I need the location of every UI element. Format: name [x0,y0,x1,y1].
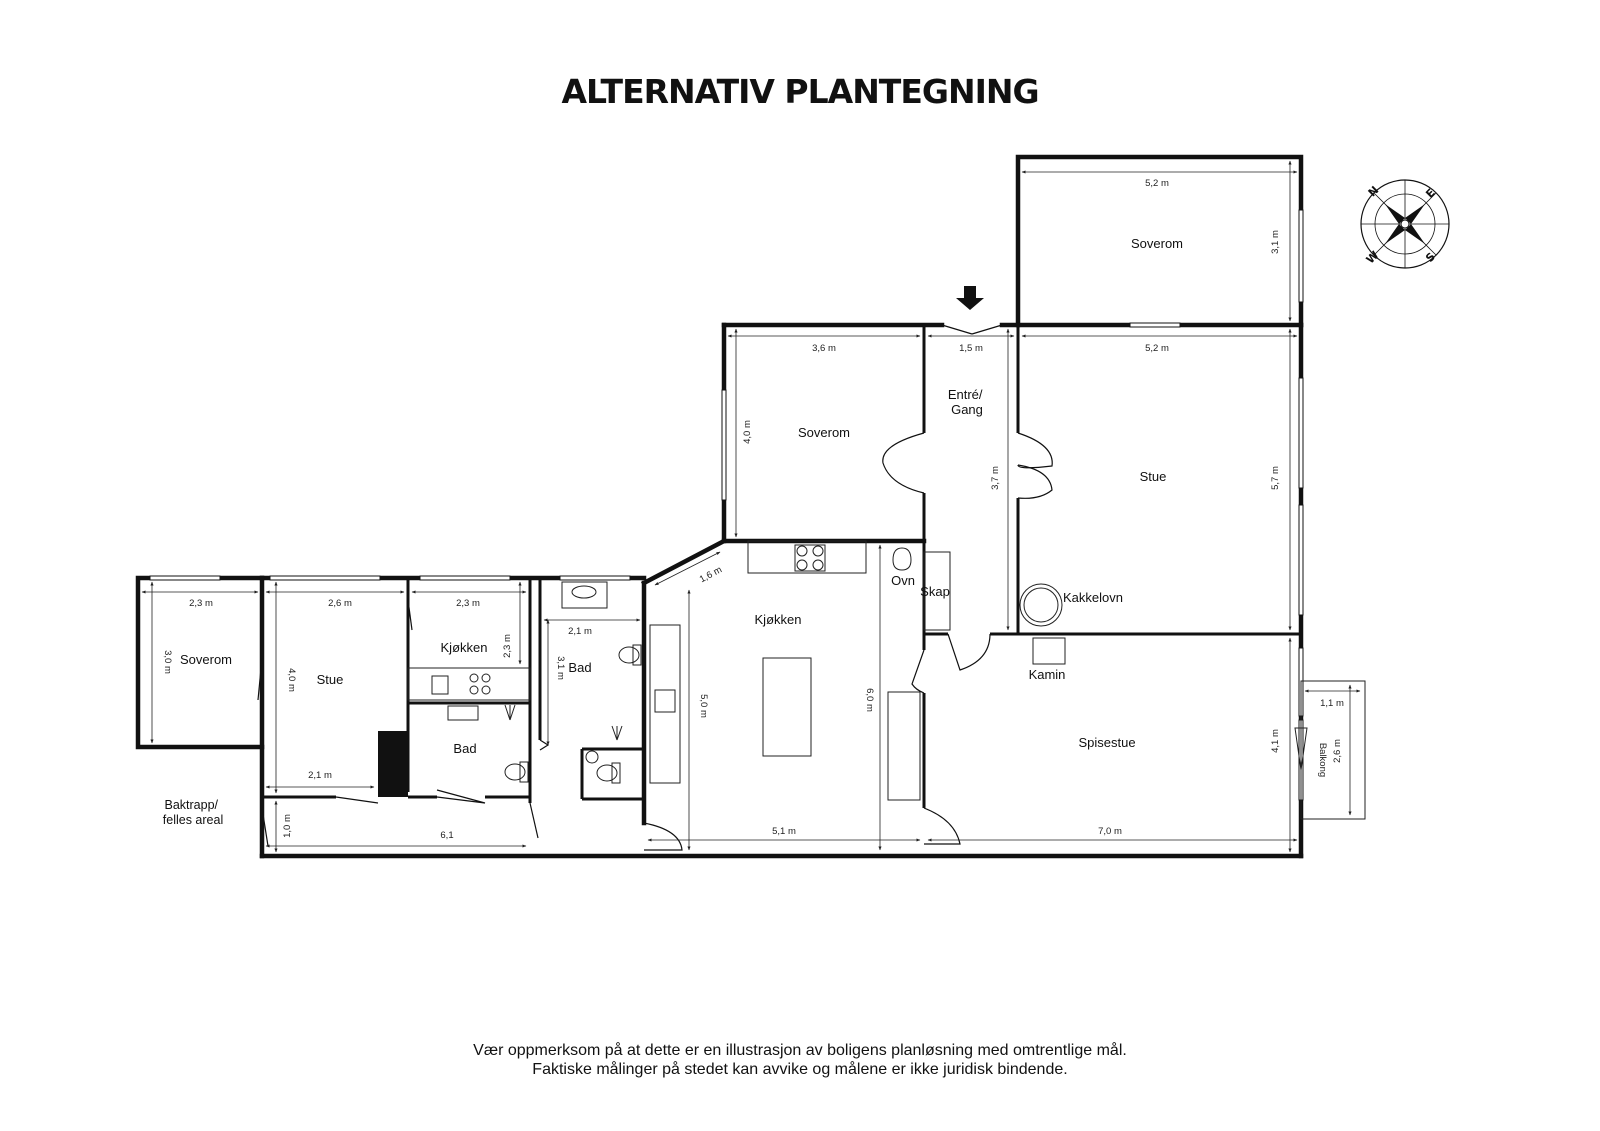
dim-bedroom-left-width: 2,3 m [189,598,213,609]
dim-kitchen-main-width: 5,1 m [772,826,796,837]
room-label-kitchen-main: Kjøkken [755,612,802,627]
dim-corridor-depth: 1,0 m [282,814,293,838]
entrance-label-line2: Gang [951,402,983,417]
entrance-label-line1: Entré/ [948,387,983,402]
room-label-bath-middle: Bad [568,660,591,675]
entrance-arrow-icon [956,286,984,310]
dim-entrance-depth: 3,7 m [990,466,1001,490]
dimension-lines [141,160,1361,853]
dim-bedroom-top-right-width: 5,2 m [1145,178,1169,189]
dim-bedroom-left-depth: 3,0 m [162,650,173,674]
room-label-entrance: Entré/ Gang [948,387,986,417]
room-label-bedroom-top-right: Soverom [1131,236,1183,251]
dim-dining-width: 7,0 m [1098,826,1122,837]
windows [149,209,1304,801]
room-label-living-right: Stue [1140,469,1167,484]
room-label-oven: Ovn [891,573,915,588]
room-label-living-left: Stue [317,672,344,687]
dim-living-left-width: 2,6 m [328,598,352,609]
room-label-back-stairs: Baktrapp/ felles areal [163,798,223,827]
doors [257,324,1053,851]
room-label-fireplace: Kamin [1029,667,1066,682]
dim-entrance-width: 1,5 m [959,343,983,354]
room-label-tiled-stove: Kakkelovn [1063,590,1123,605]
dimension-labels: 5,2 m 3,1 m 5,2 m 5,7 m 1,5 m 3,7 m 3,6 … [162,178,1344,841]
back-stairs-label-line2: felles areal [163,813,223,827]
dim-bedroom-top-right-depth: 3,1 m [1270,230,1281,254]
dim-bath-middle-width: 2,1 m [568,626,592,637]
chimney-block [378,731,408,797]
dim-balcony-width: 1,1 m [1320,698,1344,709]
dim-bedroom-middle-depth: 4,0 m [742,420,753,444]
room-labels: Soverom Soverom Entré/ Gang Stue Kjøkken… [163,236,1328,827]
dim-bath-middle-depth: 3,1 m [555,656,566,680]
walls [135,154,1304,859]
dim-living-left-bottom: 2,1 m [308,770,332,781]
page-title: ALTERNATIV PLANTEGNING [561,72,1039,111]
dim-dining-depth: 4,1 m [1270,729,1281,753]
room-label-bedroom-left: Soverom [180,652,232,667]
room-label-dining: Spisestue [1078,735,1135,750]
fixtures [407,540,1366,820]
dim-living-right-width: 5,2 m [1145,343,1169,354]
interior-walls [260,323,1301,808]
room-label-balcony: Balkong [1317,743,1328,777]
dim-kitchen-main-depth: 5,0 m [698,694,709,718]
dim-living-left-depth: 4,0 m [286,668,297,692]
dim-kitchen-left-depth: 2,3 m [502,634,513,658]
room-label-kitchen-left: Kjøkken [441,640,488,655]
back-stairs-label-line1: Baktrapp/ [165,798,219,812]
disclaimer-line-2: Faktiske målinger på stedet kan avvike o… [532,1061,1068,1078]
disclaimer-line-1: Vær oppmerksom på at dette er en illustr… [473,1042,1127,1059]
dim-living-right-depth: 5,7 m [1270,466,1281,490]
dim-kitchen-left-width: 2,3 m [456,598,480,609]
room-label-bedroom-middle: Soverom [798,425,850,440]
dim-kitchen-main-depth-right: 6,0 m [864,688,875,712]
dim-balcony-depth: 2,6 m [1332,739,1343,763]
compass-rose-icon: N E S W [1360,179,1450,269]
dim-diagonal-wall: 1,6 m [698,564,724,585]
disclaimer: Vær oppmerksom på at dette er en illustr… [0,1041,1600,1079]
room-label-bath-left: Bad [453,741,476,756]
room-label-closet: Skap [920,584,950,599]
dim-bedroom-middle-width: 3,6 m [812,343,836,354]
dim-corridor-width: 6,1 [440,830,453,841]
